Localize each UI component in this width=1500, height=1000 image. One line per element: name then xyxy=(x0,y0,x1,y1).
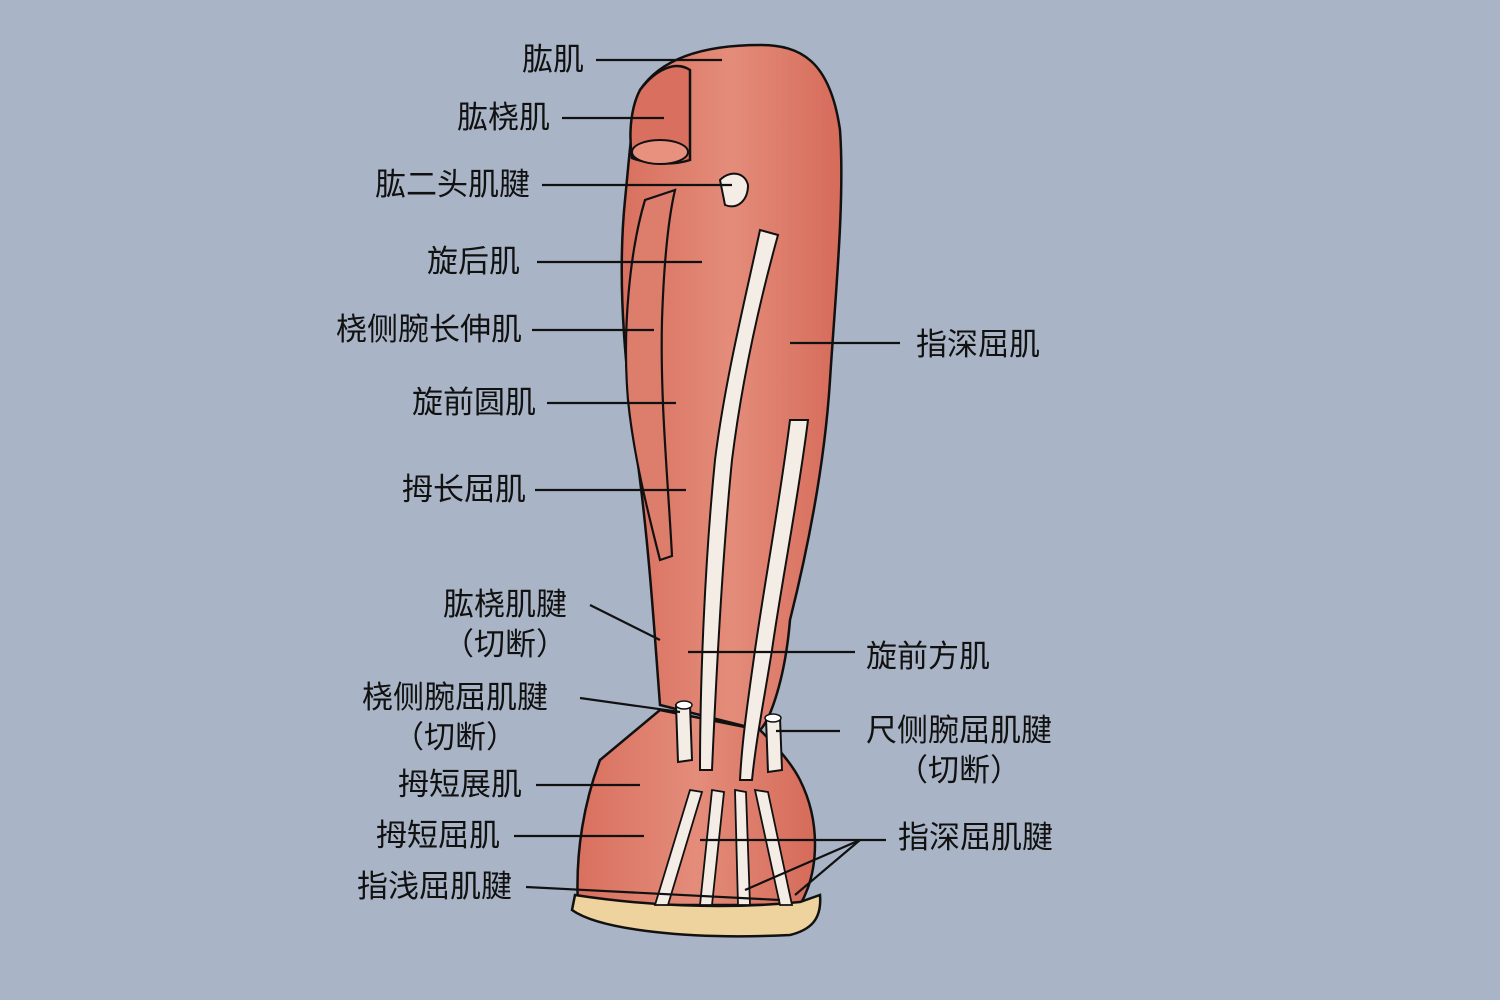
label-fcu-tendon-name: 尺侧腕屈肌腱 xyxy=(866,713,1052,749)
biceps-tendon-shape xyxy=(718,172,750,208)
label-brachioradialis-tendon: 肱桡肌腱 （切断） xyxy=(420,585,590,665)
fcu-tendon-cut-face xyxy=(764,713,782,723)
label-fcr-tendon-cut: （切断） xyxy=(393,720,517,756)
brachioradialis-cut-face xyxy=(631,139,689,165)
ecrl-muscle xyxy=(624,188,677,562)
finger-tendons xyxy=(653,788,794,906)
label-fcu-tendon: 尺侧腕屈肌腱 （切断） xyxy=(850,711,1068,791)
label-pronator-quadratus: 旋前方肌 xyxy=(866,639,990,675)
label-fcu-tendon-cut: （切断） xyxy=(897,753,1021,789)
label-brachialis: 肱肌 xyxy=(522,42,584,78)
fcr-tendon-cylinder xyxy=(674,704,694,764)
label-fpl: 拇长屈肌 xyxy=(402,472,526,508)
fcu-tendon-cylinder xyxy=(764,717,784,774)
label-biceps-tendon: 肱二头肌腱 xyxy=(375,167,530,203)
label-apb: 拇短展肌 xyxy=(398,767,522,803)
label-brachioradialis: 肱桡肌 xyxy=(457,100,550,136)
label-brachioradialis-tendon-name: 肱桡肌腱 xyxy=(443,587,567,623)
label-brachioradialis-tendon-cut: （切断） xyxy=(443,627,567,663)
label-fcr-tendon: 桡侧腕屈肌腱 （切断） xyxy=(335,678,575,758)
label-fdp-tendon: 指深屈肌腱 xyxy=(898,820,1053,856)
label-supinator: 旋后肌 xyxy=(427,244,520,280)
median-tendon-band xyxy=(698,228,780,771)
label-fdp: 指深屈肌 xyxy=(916,327,1040,363)
label-fds-tendon: 指浅屈肌腱 xyxy=(357,869,512,905)
carpal-bone-section xyxy=(570,893,822,938)
fcr-tendon-cut-face xyxy=(675,700,693,710)
label-pronator-teres: 旋前圆肌 xyxy=(412,385,536,421)
fdp-tendon-band xyxy=(738,419,810,781)
leader-lines xyxy=(514,58,900,902)
label-fcr-tendon-name: 桡侧腕屈肌腱 xyxy=(362,680,548,716)
label-ecrl: 桡侧腕长伸肌 xyxy=(336,312,522,348)
label-fpb: 拇短屈肌 xyxy=(376,818,500,854)
